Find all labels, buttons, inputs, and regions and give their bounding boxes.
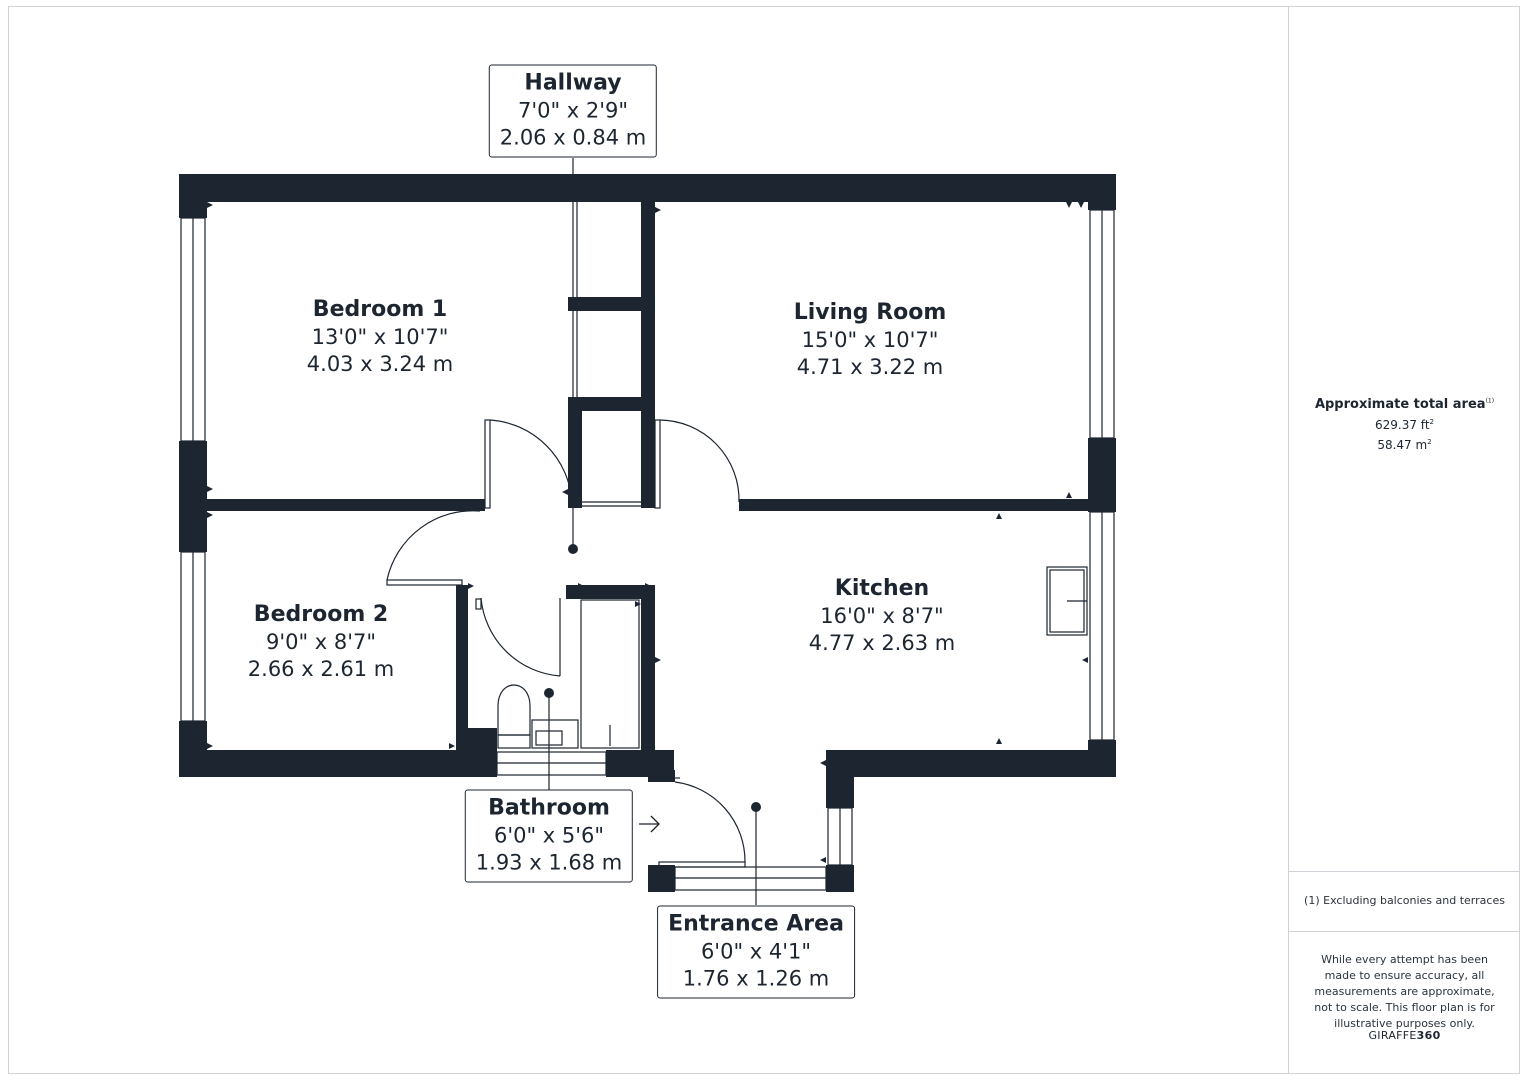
room-dim-metric-bedroom-1: 4.03 x 3.24 m — [306, 352, 454, 376]
total-area-title-text: Approximate total area — [1314, 397, 1486, 412]
room-name-entrance-area: Entrance Area — [668, 911, 844, 937]
room-dim-metric-entrance-area: 1.76 x 1.26 m — [682, 966, 830, 991]
footnote-mark: (1) — [1485, 397, 1495, 405]
room-name-living-room: Living Room — [793, 300, 947, 325]
doors — [386, 419, 746, 868]
room-dim-metric-kitchen: 4.77 x 2.63 m — [808, 631, 956, 655]
side-panel-divider — [1288, 6, 1289, 1074]
room-dim-imperial-bathroom: 6'0" x 5'6" — [493, 823, 605, 848]
room-label-kitchen: Kitchen 16'0" x 8'7" 4.77 x 2.63 m — [809, 575, 955, 657]
brand-logo: GIRAFFE360 — [1289, 1029, 1520, 1042]
excluding-note: (1) Excluding balconies and terraces — [1304, 894, 1505, 907]
brand-logo-bold: 360 — [1416, 1029, 1441, 1042]
room-name-bathroom: Bathroom — [488, 795, 610, 821]
total-area-title: Approximate total area(1) — [1289, 397, 1520, 412]
room-dim-metric-bedroom-2: 2.66 x 2.61 m — [247, 657, 395, 681]
side-panel-divider-h1 — [1288, 871, 1520, 872]
room-dim-imperial-hallway: 7'0" x 2'9" — [517, 98, 629, 123]
room-dim-imperial-entrance-area: 6'0" x 4'1" — [700, 939, 812, 964]
room-label-bedroom-2: Bedroom 2 9'0" x 8'7" 2.66 x 2.61 m — [248, 601, 394, 683]
room-dim-metric-hallway: 2.06 x 0.84 m — [499, 125, 647, 150]
room-name-bedroom-1: Bedroom 1 — [312, 297, 448, 322]
side-panel-divider-h2 — [1288, 931, 1520, 932]
m2-superscript: 2 — [1427, 438, 1432, 446]
room-name-kitchen: Kitchen — [834, 576, 930, 601]
total-area-ft2-value: 629.37 ft — [1375, 418, 1430, 432]
total-area-m2: 58.47 m2 — [1289, 438, 1520, 452]
room-label-hallway: Hallway 7'0" x 2'9" 2.06 x 0.84 m — [488, 64, 658, 158]
room-label-entrance-area: Entrance Area 6'0" x 4'1" 1.76 x 1.26 m — [657, 905, 855, 999]
windows — [180, 202, 1115, 891]
room-dim-metric-living-room: 4.71 x 3.22 m — [796, 355, 944, 379]
disclaimer-note: While every attempt has been made to ens… — [1314, 953, 1495, 1030]
room-dim-imperial-kitchen: 16'0" x 8'7" — [820, 604, 944, 628]
total-area-panel: Approximate total area(1) 629.37 ft2 58.… — [1289, 397, 1520, 452]
room-dim-imperial-living-room: 15'0" x 10'7" — [801, 328, 939, 352]
room-dim-imperial-bedroom-1: 13'0" x 10'7" — [311, 325, 449, 349]
room-name-bedroom-2: Bedroom 2 — [253, 602, 389, 627]
label-anchors — [544, 544, 761, 812]
room-label-bedroom-1: Bedroom 1 13'0" x 10'7" 4.03 x 3.24 m — [307, 296, 453, 378]
walls — [179, 174, 1116, 892]
label-leaders — [548, 158, 757, 905]
room-dim-metric-bathroom: 1.93 x 1.68 m — [475, 850, 623, 875]
room-dim-imperial-bedroom-2: 9'0" x 8'7" — [265, 630, 377, 654]
page-frame — [8, 6, 1520, 1074]
arrow-icon — [639, 815, 660, 833]
room-label-bathroom: Bathroom 6'0" x 5'6" 1.93 x 1.68 m — [464, 789, 634, 883]
brand-logo-regular: GIRAFFE — [1368, 1029, 1417, 1042]
total-area-m2-value: 58.47 m — [1377, 438, 1428, 452]
floor-plan — [179, 158, 1116, 905]
fixtures — [497, 566, 1088, 779]
dimension-ticks — [207, 202, 1088, 863]
ft2-superscript: 2 — [1429, 418, 1434, 426]
room-name-hallway: Hallway — [524, 70, 622, 96]
room-label-living-room: Living Room 15'0" x 10'7" 4.71 x 3.22 m — [794, 299, 947, 381]
total-area-ft2: 629.37 ft2 — [1289, 418, 1520, 432]
